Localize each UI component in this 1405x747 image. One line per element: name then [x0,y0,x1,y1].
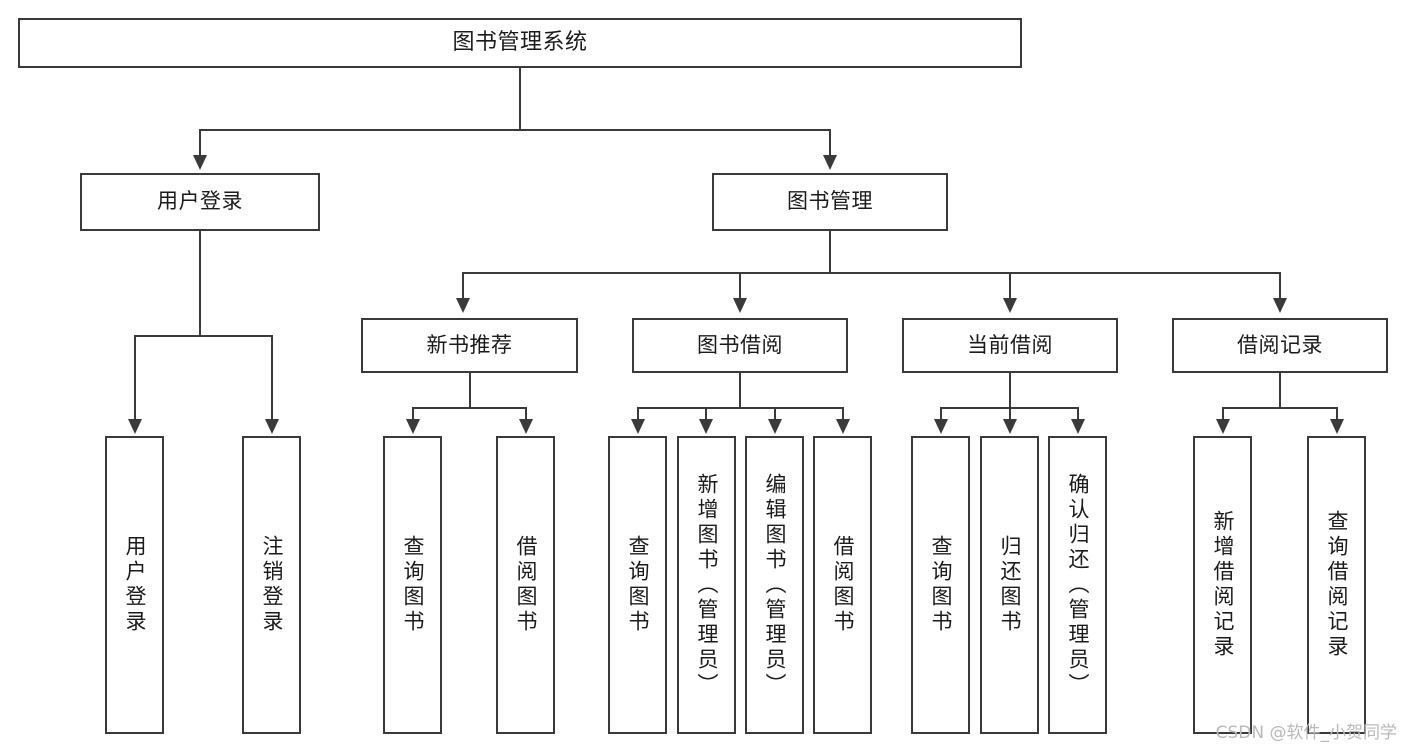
node-root-book-management-system[interactable]: 图书管理系统 [18,18,1022,68]
connector-book-management-bus [462,272,1280,274]
arrowhead-to-user-login [193,155,207,170]
node-book-management[interactable]: 图书管理 [712,173,948,231]
connector-root-stem [519,68,521,130]
node-label: 图书管理 [787,189,873,214]
arrowhead-bb-1 [631,419,645,434]
node-label: 确认归还（管理员） [1066,472,1090,698]
node-label: 新增图书（管理员） [695,472,719,698]
node-label: 新增借阅记录 [1211,510,1235,660]
connector-br-bus [1222,407,1337,409]
node-label: 借阅记录 [1237,332,1323,357]
connector-root-to-user-login [199,129,201,157]
leaf-new-book-query[interactable]: 查询图书 [383,436,442,734]
connector-nbr-drop-1 [412,407,414,421]
leaf-borrow-record-add[interactable]: 新增借阅记录 [1193,436,1252,734]
arrowhead-nbr-2 [519,419,533,434]
connector-nbr-drop-2 [525,407,527,421]
connector-user-login-drop-1 [134,335,136,421]
arrowhead-bm-4 [1273,298,1287,313]
connector-bm-drop-3 [1009,272,1011,300]
connector-book-management-stem [829,231,831,273]
connector-bb-stem [739,373,741,408]
leaf-book-borrow-borrow[interactable]: 借阅图书 [813,436,872,734]
node-label: 查询借阅记录 [1325,510,1349,660]
node-user-login[interactable]: 用户登录 [80,173,320,231]
connector-bb-drop-1 [637,407,639,421]
connector-bm-drop-4 [1279,272,1281,300]
connector-bb-drop-3 [774,407,776,421]
connector-user-login-drop-2 [271,335,273,421]
arrowhead-br-2 [1330,419,1344,434]
connector-bb-drop-2 [705,407,707,421]
arrowhead-cb-1 [934,419,948,434]
arrowhead-br-1 [1216,419,1230,434]
leaf-current-borrow-query[interactable]: 查询图书 [911,436,970,734]
node-label: 编辑图书（管理员） [763,472,787,698]
arrowhead-bb-2 [699,419,713,434]
node-label: 注销登录 [260,535,284,635]
connector-bb-bus [637,407,843,409]
node-label: 查询图书 [626,535,650,635]
arrowhead-bb-3 [768,419,782,434]
leaf-book-borrow-edit[interactable]: 编辑图书（管理员） [745,436,804,734]
node-label: 查询图书 [401,535,425,635]
arrowhead-bm-2 [733,298,747,313]
arrowhead-user-login-2 [265,419,279,434]
arrowhead-bm-3 [1003,298,1017,313]
leaf-borrow-record-query[interactable]: 查询借阅记录 [1307,436,1366,734]
connector-root-bus [199,129,831,131]
node-label: 当前借阅 [967,332,1053,357]
leaf-book-borrow-query[interactable]: 查询图书 [608,436,667,734]
leaf-user-login-logout[interactable]: 注销登录 [242,436,301,734]
connector-root-to-book-management [829,129,831,157]
node-label: 借阅图书 [831,535,855,635]
arrowhead-bm-1 [456,298,470,313]
node-borrow-record[interactable]: 借阅记录 [1172,318,1388,373]
node-label: 新书推荐 [426,332,513,357]
connector-br-drop-2 [1336,407,1338,421]
connector-cb-drop-3 [1077,407,1079,421]
node-label: 图书管理系统 [452,29,588,55]
node-label: 用户登录 [157,189,243,214]
connector-bb-drop-4 [842,407,844,421]
node-label: 查询图书 [929,535,953,635]
connector-user-login-bus [134,335,272,337]
node-label: 图书借阅 [697,332,783,357]
connector-br-drop-1 [1222,407,1224,421]
arrowhead-bb-4 [836,419,850,434]
connector-br-stem [1279,373,1281,408]
leaf-new-book-borrow[interactable]: 借阅图书 [496,436,555,734]
node-new-book-recommend[interactable]: 新书推荐 [361,318,578,373]
connector-cb-stem [1009,373,1011,408]
node-current-borrow[interactable]: 当前借阅 [902,318,1118,373]
node-label: 用户登录 [123,535,147,635]
arrowhead-to-book-management [823,155,837,170]
leaf-book-borrow-add[interactable]: 新增图书（管理员） [677,436,736,734]
connector-cb-drop-1 [940,407,942,421]
leaf-current-borrow-confirm-return[interactable]: 确认归还（管理员） [1048,436,1107,734]
node-label: 借阅图书 [514,535,538,635]
leaf-current-borrow-return[interactable]: 归还图书 [980,436,1039,734]
connector-cb-drop-2 [1009,407,1011,421]
arrowhead-user-login-1 [128,419,142,434]
connector-bm-drop-1 [462,272,464,300]
arrowhead-cb-3 [1071,419,1085,434]
connector-nbr-bus [412,407,526,409]
leaf-user-login-login[interactable]: 用户登录 [105,436,164,734]
connector-nbr-stem [469,373,471,408]
node-label: 归还图书 [998,535,1022,635]
connector-user-login-stem [199,231,201,336]
node-book-borrow[interactable]: 图书借阅 [632,318,848,373]
arrowhead-cb-2 [1003,419,1017,434]
arrowhead-nbr-1 [406,419,420,434]
connector-bm-drop-2 [739,272,741,300]
